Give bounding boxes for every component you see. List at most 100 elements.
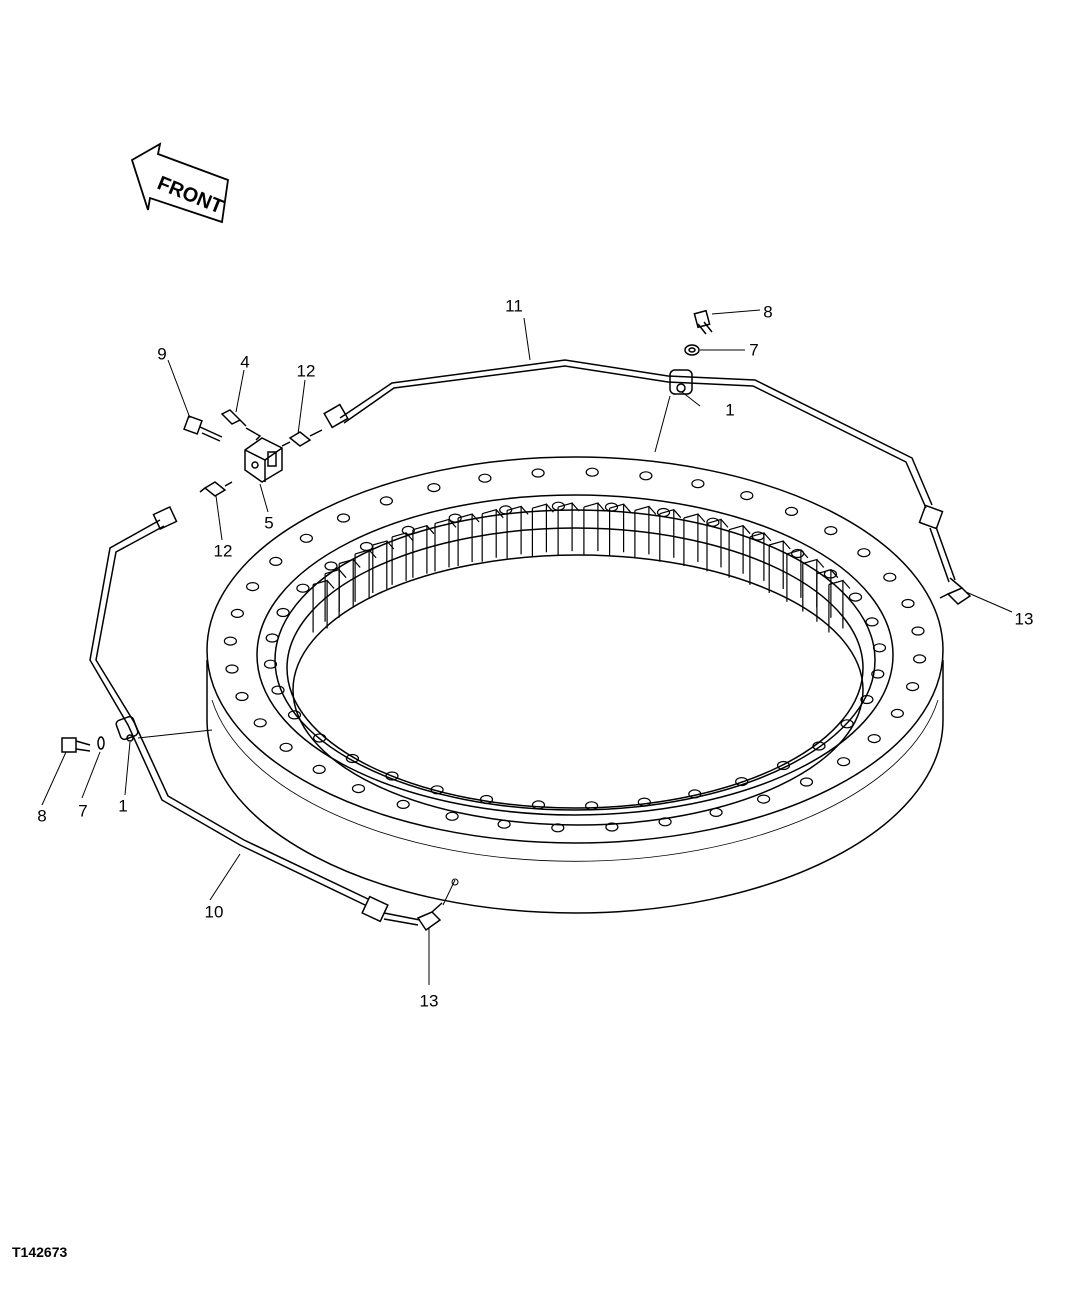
bolt-hole bbox=[531, 468, 545, 478]
bolt-hole bbox=[784, 506, 799, 516]
cap-screw-9 bbox=[183, 415, 223, 442]
bolt-hole bbox=[691, 479, 705, 489]
bolt-hole bbox=[857, 548, 871, 558]
callout-13-bottom: 13 bbox=[419, 991, 439, 1011]
bolt-hole bbox=[345, 753, 359, 764]
bolt-hole bbox=[776, 760, 791, 771]
gear-tooth bbox=[412, 524, 435, 578]
gear-tooth bbox=[583, 502, 606, 556]
bolt-hole bbox=[263, 659, 278, 669]
bolt-hole bbox=[396, 799, 410, 810]
gear-tooth bbox=[634, 505, 657, 559]
bolt-hole bbox=[709, 807, 723, 818]
bolt-hole bbox=[430, 785, 444, 795]
bolt-hole bbox=[401, 525, 415, 536]
adapter-fitting-bottom bbox=[199, 481, 233, 497]
callout-7-left: 7 bbox=[78, 801, 88, 821]
bolt-hole bbox=[287, 710, 302, 720]
bolt-hole bbox=[756, 794, 771, 804]
bolt-hole bbox=[276, 607, 290, 618]
gear-tooth bbox=[706, 518, 729, 572]
bolt-hole bbox=[269, 556, 283, 567]
callout-11: 11 bbox=[505, 296, 523, 316]
bolt-hole bbox=[279, 742, 293, 752]
figure-id: T142673 bbox=[12, 1244, 68, 1260]
bolt-hole bbox=[883, 572, 897, 582]
bolt-hole bbox=[296, 583, 310, 593]
bolt-hole bbox=[637, 797, 651, 807]
gear-tooth bbox=[609, 503, 632, 557]
bolt-hole bbox=[836, 757, 851, 767]
cap-screw-8-left bbox=[61, 737, 91, 753]
bolt-hole bbox=[848, 592, 863, 602]
bolt-hole bbox=[860, 694, 874, 705]
grease-fitting bbox=[220, 409, 262, 441]
bolt-hole bbox=[740, 491, 754, 501]
bolt-hole bbox=[223, 636, 237, 646]
bolt-hole bbox=[312, 764, 326, 775]
bolt-hole bbox=[351, 783, 366, 794]
washer-7-top bbox=[684, 344, 700, 356]
bolt-hole bbox=[639, 471, 653, 481]
bolt-hole bbox=[604, 502, 619, 512]
clamp-top bbox=[669, 369, 693, 395]
bolt-hole bbox=[313, 733, 327, 743]
bolt-hole bbox=[478, 473, 492, 483]
elbow-fitting-bottom bbox=[416, 902, 443, 932]
bolt-hole bbox=[706, 517, 720, 527]
bolt-hole bbox=[225, 664, 239, 674]
bolt-hole bbox=[799, 777, 814, 787]
bolt-hole bbox=[265, 633, 279, 643]
bolt-hole bbox=[912, 654, 927, 664]
bolt-hole bbox=[271, 685, 285, 695]
bolt-hole bbox=[246, 581, 260, 592]
gear-tooth bbox=[659, 508, 682, 562]
bolt-hole bbox=[479, 794, 494, 805]
bolt-hole bbox=[658, 817, 672, 827]
bolt-hole bbox=[584, 801, 599, 811]
bolt-hole bbox=[605, 822, 619, 832]
bolt-hole bbox=[551, 501, 566, 511]
callout-4: 4 bbox=[240, 352, 250, 372]
callout-10: 10 bbox=[204, 902, 224, 922]
callout-9: 9 bbox=[157, 344, 167, 364]
gear-tooth bbox=[728, 524, 751, 578]
bolt-hole bbox=[253, 718, 267, 728]
callout-7-top: 7 bbox=[749, 340, 759, 360]
bolt-hole bbox=[448, 513, 462, 523]
bolt-hole bbox=[905, 681, 920, 692]
bolt-hole bbox=[497, 819, 511, 829]
adapter-fitting-top bbox=[281, 429, 323, 447]
bolt-hole bbox=[901, 598, 915, 609]
callout-5: 5 bbox=[264, 513, 274, 533]
gear-tooth bbox=[749, 532, 772, 585]
bolt-hole bbox=[235, 691, 249, 702]
callout-1-left: 1 bbox=[118, 796, 128, 816]
lube-line-11 bbox=[323, 359, 956, 583]
bolt-hole bbox=[336, 513, 351, 523]
clamp-left bbox=[115, 715, 139, 742]
bolt-hole bbox=[867, 733, 881, 744]
callout-13-right: 13 bbox=[1014, 609, 1034, 629]
bolt-hole bbox=[656, 507, 671, 518]
callout-8-left: 8 bbox=[37, 806, 47, 826]
gear-tooth bbox=[481, 508, 504, 562]
bolt-hole bbox=[823, 569, 838, 579]
gear-tooth bbox=[683, 513, 706, 566]
front-arrow: FRONT bbox=[130, 142, 229, 224]
bolt-hole bbox=[499, 505, 513, 515]
internal-gear-teeth bbox=[312, 502, 851, 633]
gear-tooth bbox=[557, 502, 580, 556]
callout-12-top: 12 bbox=[296, 361, 316, 381]
elbow-fitting-right bbox=[939, 577, 972, 605]
bolt-hole bbox=[230, 608, 244, 619]
gear-tooth bbox=[531, 503, 554, 557]
gear-tooth bbox=[457, 513, 480, 566]
bolt-hole bbox=[299, 533, 313, 543]
gear-tooth bbox=[802, 558, 825, 612]
swing-bearing-ring bbox=[206, 456, 944, 914]
bolt-hole bbox=[735, 776, 749, 787]
bolt-hole bbox=[911, 626, 925, 636]
